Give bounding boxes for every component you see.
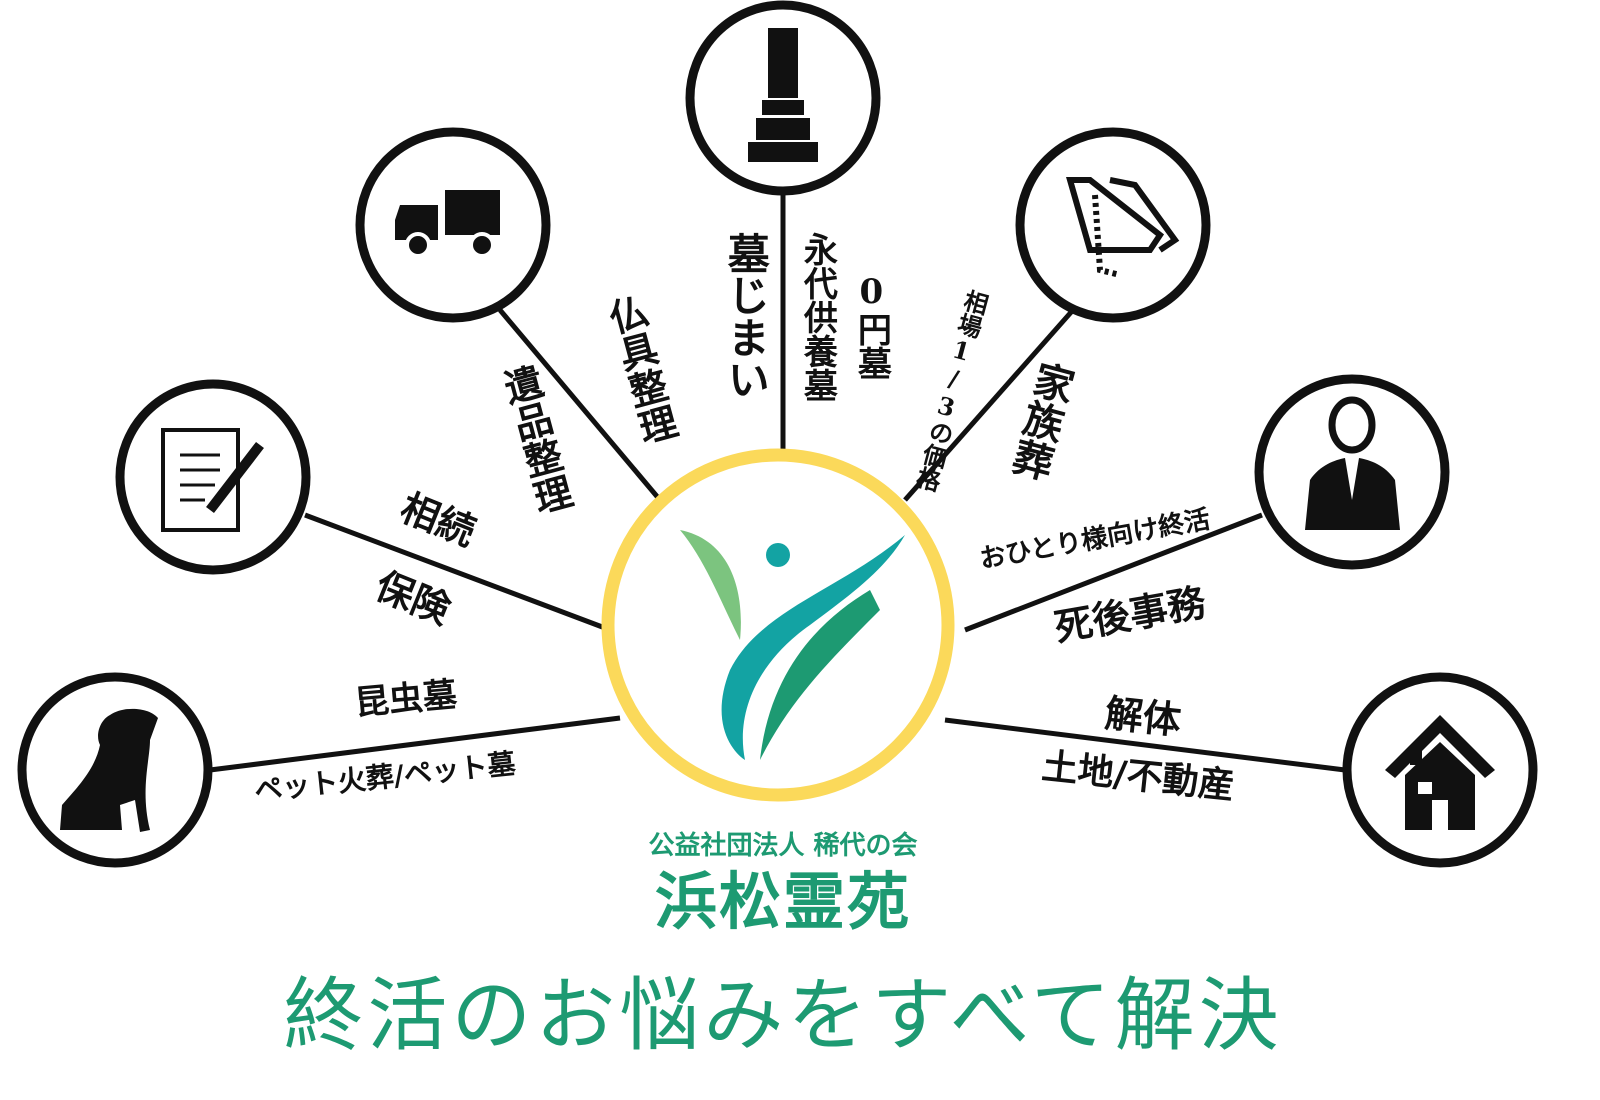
spoke-funeral	[903, 308, 1075, 502]
document-pen-icon	[161, 428, 264, 532]
organization-type: 公益社団法人 稀代の会	[648, 831, 918, 861]
truck-icon	[395, 190, 500, 258]
gravestone-icon	[748, 28, 818, 162]
spoke-inheritance	[304, 512, 606, 631]
spoke-belongings	[498, 308, 662, 502]
headline: 終活のお悩みをすべて解決	[283, 969, 1283, 1062]
label-perpetual-grave: 永代供養墓	[797, 232, 838, 402]
praying-hands-icon	[1066, 177, 1180, 278]
label-demolition: 解体	[1102, 690, 1184, 743]
funeral-circle	[1015, 127, 1211, 323]
spoke-lines	[209, 192, 1346, 773]
label-insect-grave: 昆虫墓	[353, 674, 459, 724]
house-icon	[1385, 715, 1495, 830]
center-logo	[680, 530, 905, 760]
dog-icon	[60, 708, 158, 832]
label-grave-closing: 墓じまい	[721, 232, 771, 400]
spoke-house	[944, 717, 1346, 773]
person-suit-icon	[1305, 396, 1400, 530]
organization-name: 浜松霊苑	[654, 865, 911, 938]
spoke-solo	[964, 512, 1263, 633]
spoke-pet	[209, 715, 621, 773]
label-zero-yen-grave: 0円墓	[851, 272, 892, 380]
